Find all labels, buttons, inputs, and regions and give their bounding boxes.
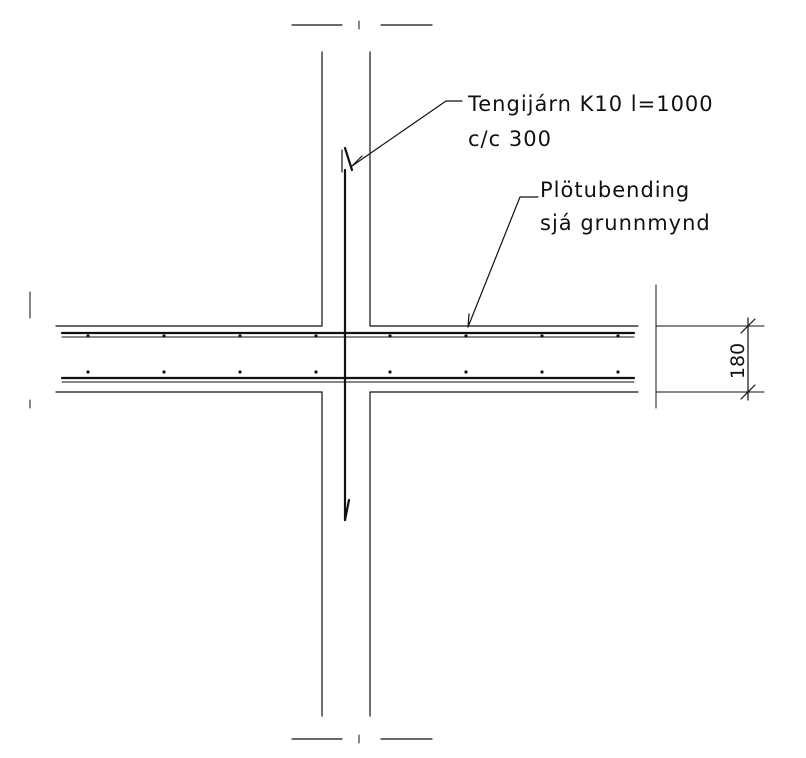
rebar-callout-line1: Tengijárn K10 l=1000 [467, 92, 714, 116]
bottom-rebar-layer [60, 370, 636, 383]
slab-callout-line2: sjá grunnmynd [540, 211, 711, 235]
slab-outline [55, 325, 639, 393]
rebar-callout-line2: c/c 300 [468, 127, 552, 151]
rebar-leader [351, 100, 463, 167]
bottom-break-marks [291, 734, 433, 744]
top-rebar-layer [60, 331, 636, 338]
thickness-dimension [655, 284, 765, 409]
slab-leader [467, 196, 539, 328]
lower-wall [321, 391, 371, 717]
slab-callout-line1: Plötubending [540, 178, 690, 202]
top-break-marks [291, 20, 433, 30]
upper-wall [321, 51, 371, 327]
tie-bar [341, 146, 354, 522]
thickness-dimension-label: 180 [727, 343, 749, 379]
